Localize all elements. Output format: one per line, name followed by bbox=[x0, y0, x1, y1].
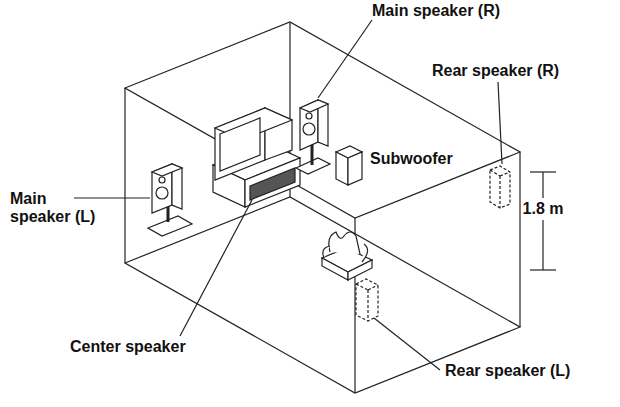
speaker-label: Center speaker bbox=[70, 338, 230, 356]
speaker-label: Subwoofer bbox=[370, 150, 490, 168]
height-dimension bbox=[530, 172, 556, 270]
subwoofer-box bbox=[336, 146, 362, 185]
speaker-label: Main speaker (R) bbox=[372, 2, 572, 20]
television bbox=[213, 108, 300, 207]
listening-chair bbox=[322, 232, 372, 280]
speaker-label: Main speaker (L) bbox=[10, 190, 102, 226]
speaker-label: Rear speaker (L) bbox=[445, 362, 615, 380]
rear-speaker-right bbox=[490, 166, 510, 208]
rear-speaker-left bbox=[356, 279, 378, 321]
main-speaker-right bbox=[296, 100, 330, 174]
speaker-label: Rear speaker (R) bbox=[432, 62, 612, 80]
main-speaker-left bbox=[148, 164, 192, 236]
dimension-label: 1.8 m bbox=[521, 199, 566, 219]
